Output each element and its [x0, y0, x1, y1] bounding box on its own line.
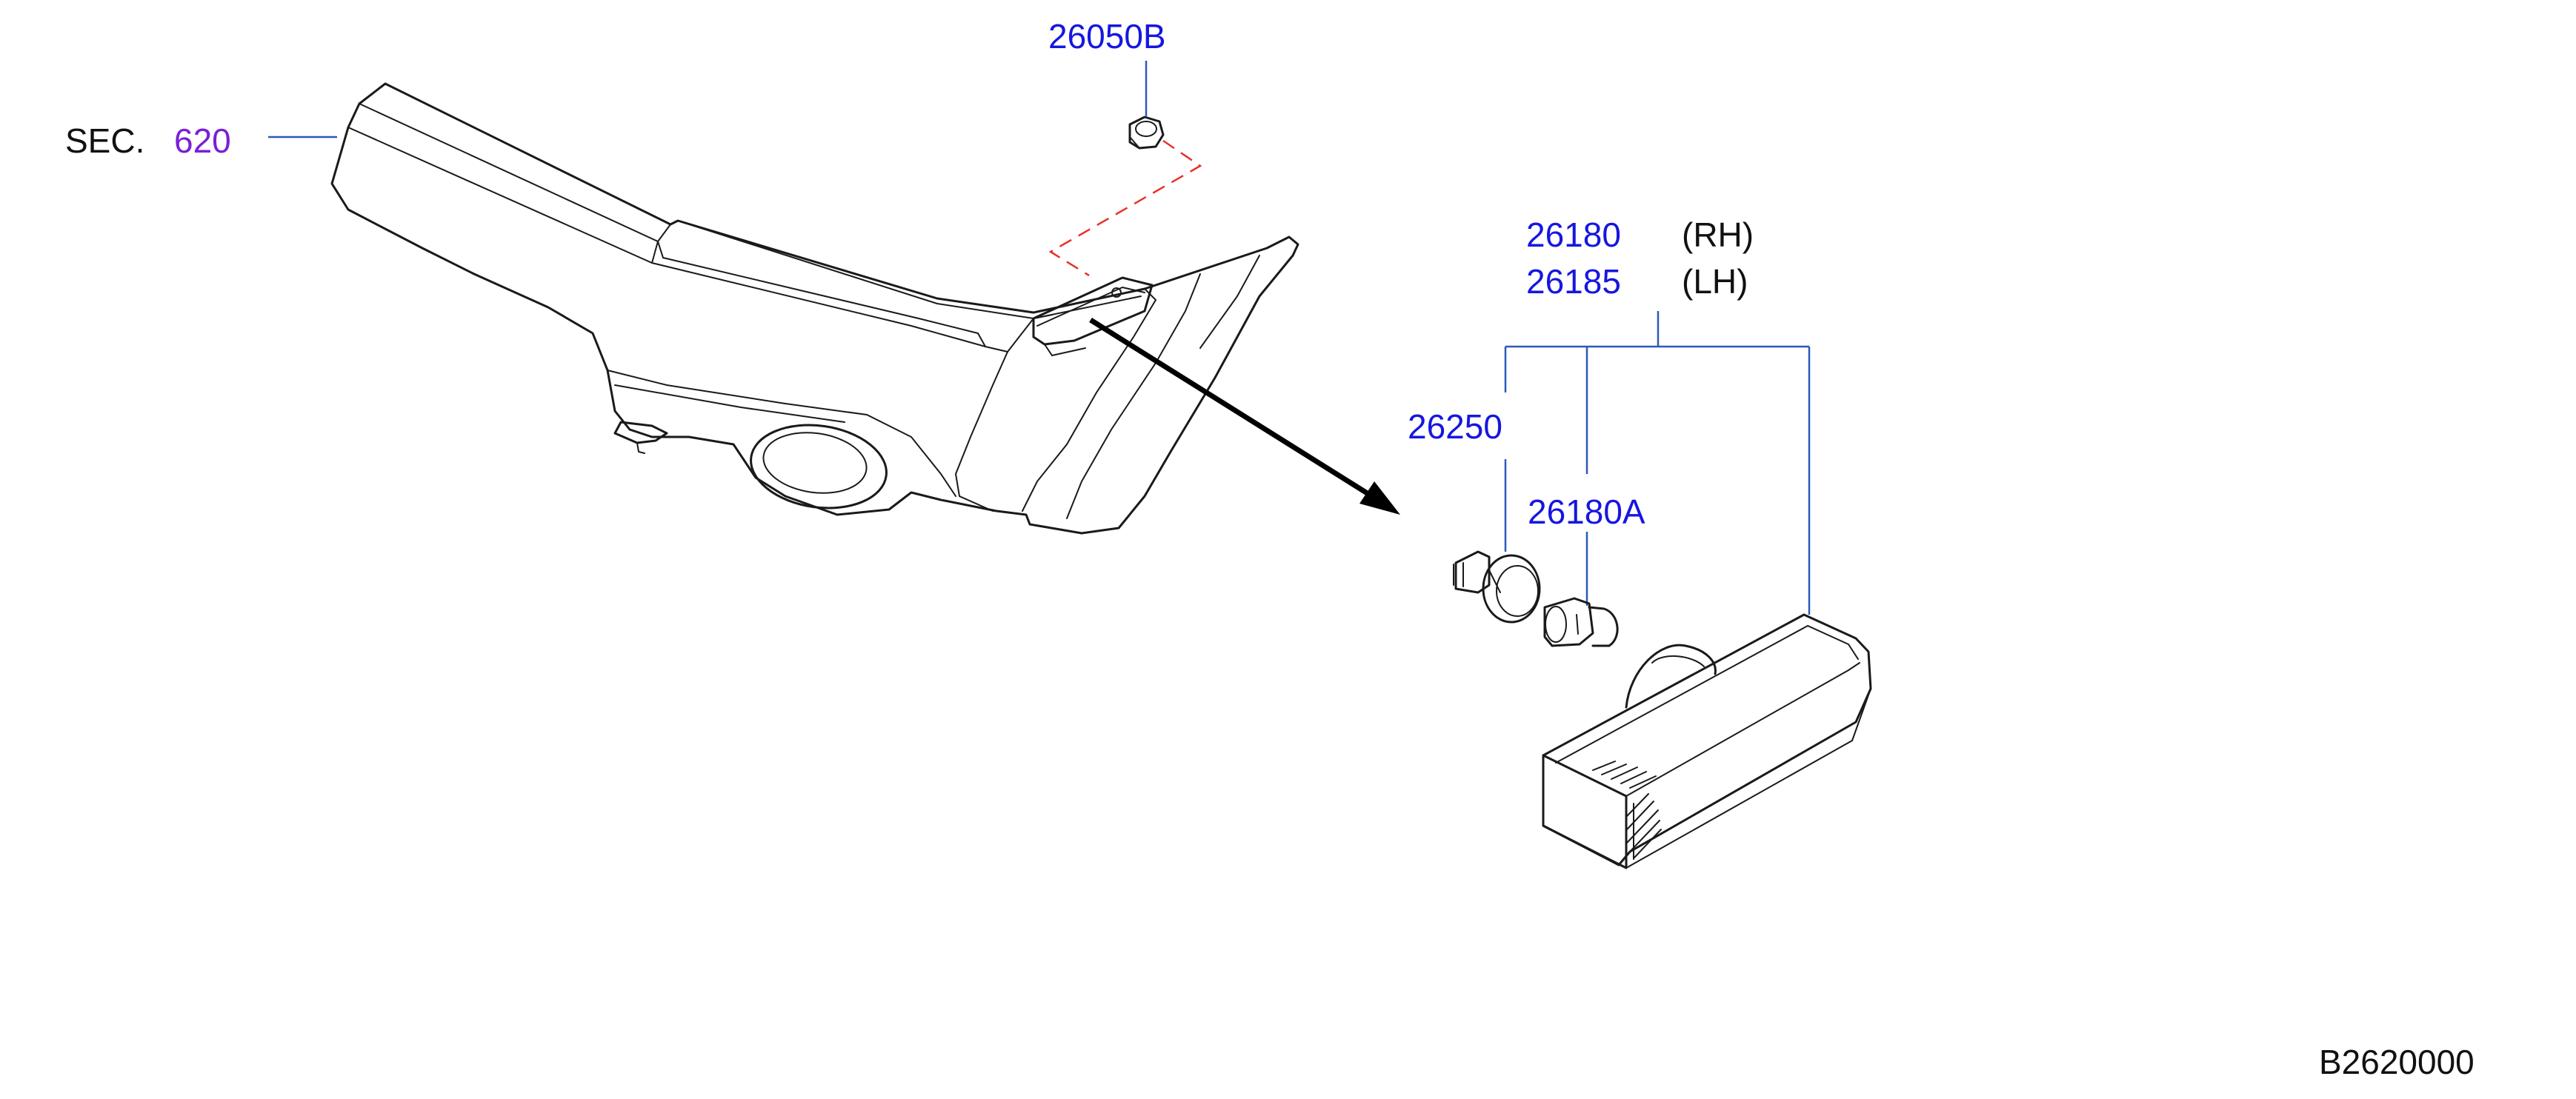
section-number-link[interactable]: 620	[174, 121, 231, 160]
part-number-bulb[interactable]: 26180A	[1528, 492, 1645, 531]
section-prefix-label: SEC.	[65, 121, 144, 160]
detail-arrow	[1089, 318, 1400, 515]
front-bumper-drawing	[330, 82, 1299, 535]
side-marker-lamp-drawing	[1542, 613, 1872, 869]
nut-drawing	[1128, 116, 1165, 150]
nut-install-guide	[1048, 139, 1202, 277]
socket-drawing	[1453, 550, 1541, 624]
part-number-lamp-rh[interactable]: 26180	[1526, 216, 1621, 254]
figure-code-label: B2620000	[2319, 1043, 2475, 1081]
part-number-lamp-lh[interactable]: 26185	[1526, 262, 1621, 301]
lamp-rh-side-label: (RH)	[1682, 216, 1754, 254]
lamp-leader-lines	[1504, 311, 1811, 615]
bulb-drawing	[1543, 597, 1619, 647]
lens-hatching	[1592, 761, 1662, 858]
part-number-socket[interactable]: 26250	[1408, 407, 1502, 446]
lamp-lh-side-label: (LH)	[1682, 262, 1748, 301]
part-number-nut[interactable]: 26050B	[1048, 17, 1166, 56]
